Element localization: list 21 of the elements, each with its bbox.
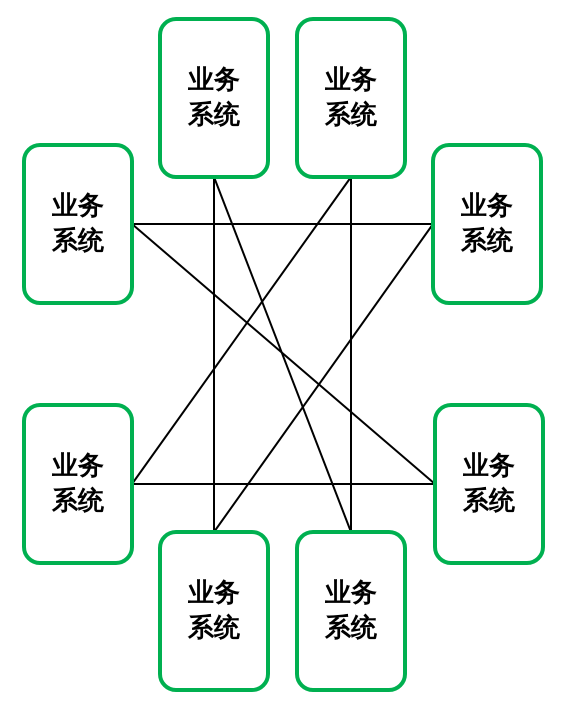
box-label: 业务系统 — [50, 450, 105, 518]
box-label: 业务系统 — [324, 577, 378, 645]
system-box — [433, 403, 545, 565]
system-box — [22, 143, 134, 305]
connector-line — [213, 177, 215, 532]
box-label: 业务系统 — [462, 450, 516, 518]
box-label: 业务系统 — [186, 577, 241, 645]
box-label: 业务系统 — [324, 64, 378, 132]
box-label: 业务系统 — [186, 64, 241, 132]
connector-line — [350, 177, 352, 532]
system-box — [158, 17, 270, 179]
box-label: 业务系统 — [460, 190, 514, 258]
system-box — [22, 403, 134, 565]
connector-line — [213, 176, 352, 532]
system-box — [158, 530, 270, 692]
box-label: 业务系统 — [50, 190, 105, 258]
connector-line — [132, 223, 433, 225]
connector-line — [132, 483, 435, 485]
system-box — [431, 143, 543, 305]
system-box — [295, 17, 407, 179]
system-box — [295, 530, 407, 692]
